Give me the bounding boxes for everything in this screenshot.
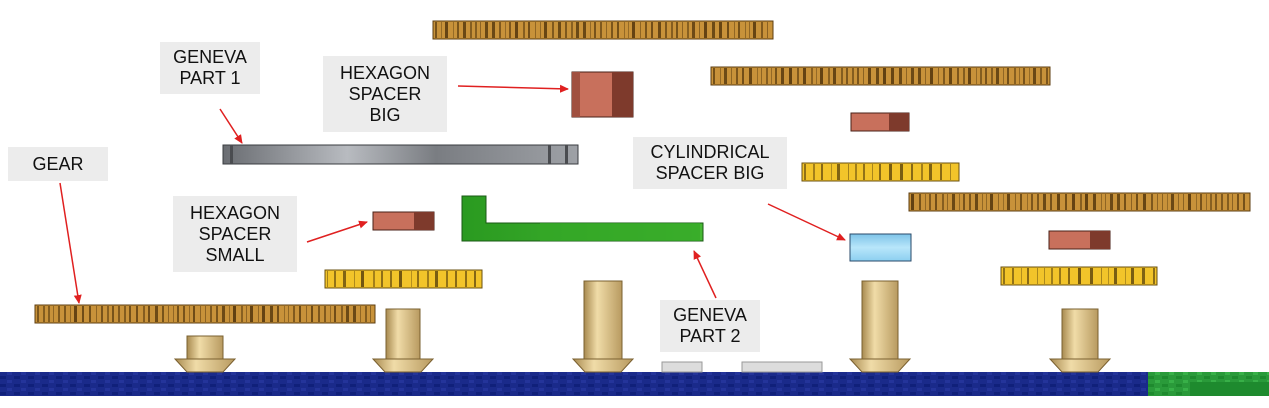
geneva-part-2-part: [461, 195, 704, 242]
label-cylindrical-spacer-big: CYLINDRICAL SPACER BIG: [633, 137, 787, 189]
arrow-cylindrical-spacer-big: [767, 203, 846, 241]
arrow-geneva-part-2: [693, 250, 717, 299]
hexagon-spacer-right-1: [850, 112, 910, 132]
yellow-part-right-2: [1000, 266, 1158, 286]
arrow-geneva-part-1: [219, 108, 243, 144]
hexagon-spacer-small-part: [372, 211, 435, 231]
yellow-part-left: [324, 269, 483, 289]
label-hexagon-spacer-small-line-2: SPACER: [198, 223, 272, 244]
arrow-hexagon-spacer-small: [306, 220, 368, 243]
gear-bar-upper-right: [710, 66, 1051, 86]
grey-block-left: [661, 361, 703, 373]
base-plate: [0, 372, 1269, 396]
post-5: [1048, 308, 1112, 373]
label-gear-line-1: GEAR: [32, 153, 84, 174]
label-hexagon-spacer-small-line-1: HEXAGON: [189, 202, 281, 223]
label-hexagon-spacer-big-line-3: BIG: [369, 104, 401, 125]
label-geneva-part-2-line-2: PART 2: [679, 326, 741, 346]
label-geneva-part-2: GENEVA PART 2: [660, 300, 760, 352]
post-2: [371, 308, 435, 373]
label-hexagon-spacer-small-line-3: SMALL: [205, 244, 265, 265]
gear-bar-middle-right: [908, 192, 1251, 212]
label-geneva-part-2-line-1: GENEVA: [673, 305, 747, 325]
arrow-hexagon-spacer-big: [457, 84, 569, 93]
label-hexagon-spacer-big-line-1: HEXAGON: [339, 62, 431, 83]
cylindrical-spacer-big-part: [849, 233, 912, 262]
gear-bar-left: [34, 304, 376, 324]
label-geneva-part-1: GENEVA PART 1: [160, 42, 260, 94]
grey-block-right: [741, 361, 823, 373]
base-plate-green-step: [1190, 382, 1269, 396]
yellow-part-right-1: [801, 162, 960, 182]
label-hexagon-spacer-big: HEXAGON SPACER BIG: [323, 56, 447, 132]
geneva-part-1-part: [222, 144, 579, 165]
label-geneva-part-1-line-2: PART 1: [179, 68, 241, 88]
label-gear: GEAR: [8, 147, 108, 181]
label-geneva-part-1-line-1: GENEVA: [173, 47, 247, 67]
arrow-gear: [59, 182, 82, 304]
hexagon-spacer-right-2: [1048, 230, 1111, 250]
post-4: [848, 280, 912, 373]
label-hexagon-spacer-small: HEXAGON SPACER SMALL: [173, 196, 297, 272]
hexagon-spacer-big-part: [571, 71, 634, 118]
label-cylindrical-spacer-big-line-2: SPACER BIG: [655, 163, 765, 183]
post-1: [173, 335, 237, 373]
gear-bar-top: [432, 20, 774, 40]
label-hexagon-spacer-big-line-2: SPACER: [348, 83, 422, 104]
label-cylindrical-spacer-big-line-1: CYLINDRICAL: [650, 142, 770, 162]
post-3: [571, 280, 635, 373]
